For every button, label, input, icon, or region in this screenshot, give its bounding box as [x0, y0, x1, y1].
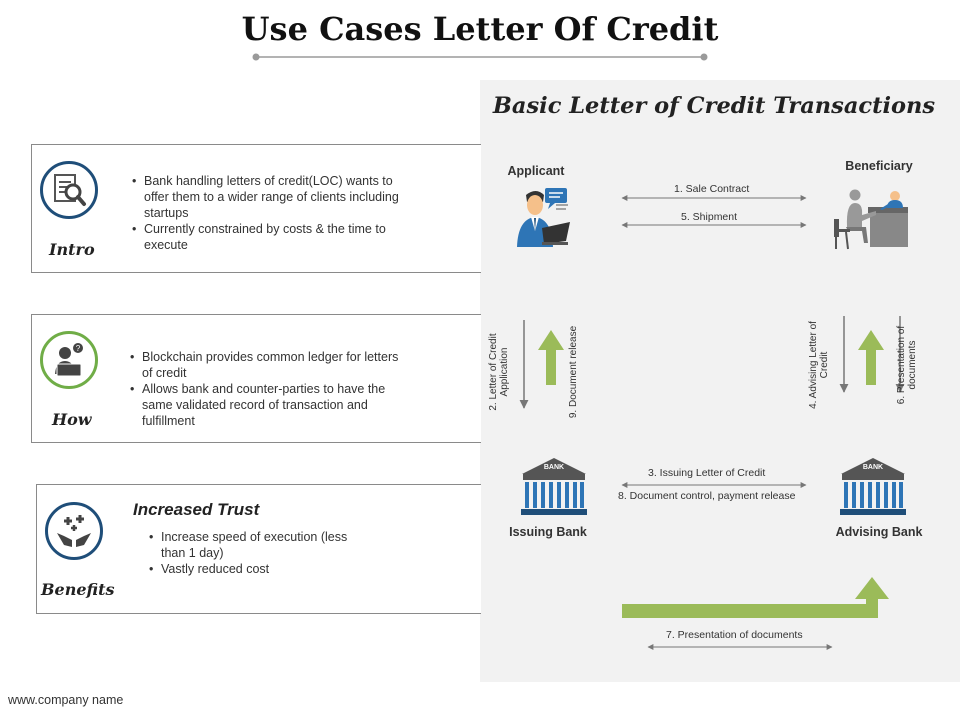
person-laptop-icon: ?: [55, 343, 83, 377]
how-icon-circle: ?: [40, 331, 98, 389]
issuing-bank-label: Issuing Bank: [509, 525, 587, 539]
benefits-bullets: Increase speed of execution (less than 1…: [147, 529, 373, 577]
step-4-label: 4. Advising Letter of Credit: [808, 321, 830, 409]
advising-bank-sign: BANK: [862, 464, 884, 471]
page-title: Use Cases Letter Of Credit: [241, 10, 719, 48]
step-7-label: 7. Presentation of documents: [666, 629, 803, 641]
list-item: Bank handling letters of credit(LOC) wan…: [130, 173, 406, 221]
how-bullets: Blockchain provides common ledger for le…: [128, 349, 404, 429]
intro-label: Intro: [49, 240, 95, 259]
svg-text:?: ?: [76, 344, 81, 353]
list-item: Allows bank and counter-parties to have …: [128, 381, 404, 429]
how-label: How: [52, 410, 92, 429]
step-6-label: 6. Presentation of documents: [896, 325, 918, 405]
title-underline: [252, 53, 708, 61]
list-item: Currently constrained by costs & the tim…: [130, 221, 406, 253]
list-item: Blockchain provides common ledger for le…: [128, 349, 404, 381]
step-2-label: 2. Letter of Credit Application: [488, 333, 510, 411]
flow-arrows: [519, 195, 905, 650]
step-8-label: 8. Document control, payment release: [618, 490, 796, 502]
step-9-label: 9. Document release: [568, 325, 579, 419]
applicant-icon: [517, 188, 570, 247]
applicant-label: Applicant: [507, 164, 565, 178]
list-item: Vastly reduced cost: [147, 561, 373, 577]
panel-title: Basic Letter of Credit Transactions: [492, 93, 936, 119]
intro-icon-circle: [40, 161, 98, 219]
intro-bullets: Bank handling letters of credit(LOC) wan…: [130, 173, 406, 253]
beneficiary-label: Beneficiary: [845, 159, 913, 173]
transactions-panel: [480, 80, 960, 682]
benefits-icon-circle: [45, 502, 103, 560]
advising-bank-label: Advising Bank: [835, 525, 923, 539]
step-5-label: 5. Shipment: [681, 211, 738, 223]
hands-stars-icon: [57, 515, 91, 547]
issuing-bank-sign: BANK: [543, 464, 565, 471]
list-item: Increase speed of execution (less than 1…: [147, 529, 373, 561]
advising-bank-icon: [840, 458, 906, 515]
benefits-heading: Increased Trust: [133, 500, 260, 519]
step-1-label: 1. Sale Contract: [674, 183, 750, 195]
footer-url: www.company name: [8, 693, 124, 707]
step-3-label: 3. Issuing Letter of Credit: [648, 467, 766, 479]
issuing-bank-icon: [521, 458, 587, 515]
benefits-label: Benefits: [41, 580, 115, 599]
document-search-icon: [54, 174, 86, 206]
beneficiary-icon: [834, 189, 908, 250]
